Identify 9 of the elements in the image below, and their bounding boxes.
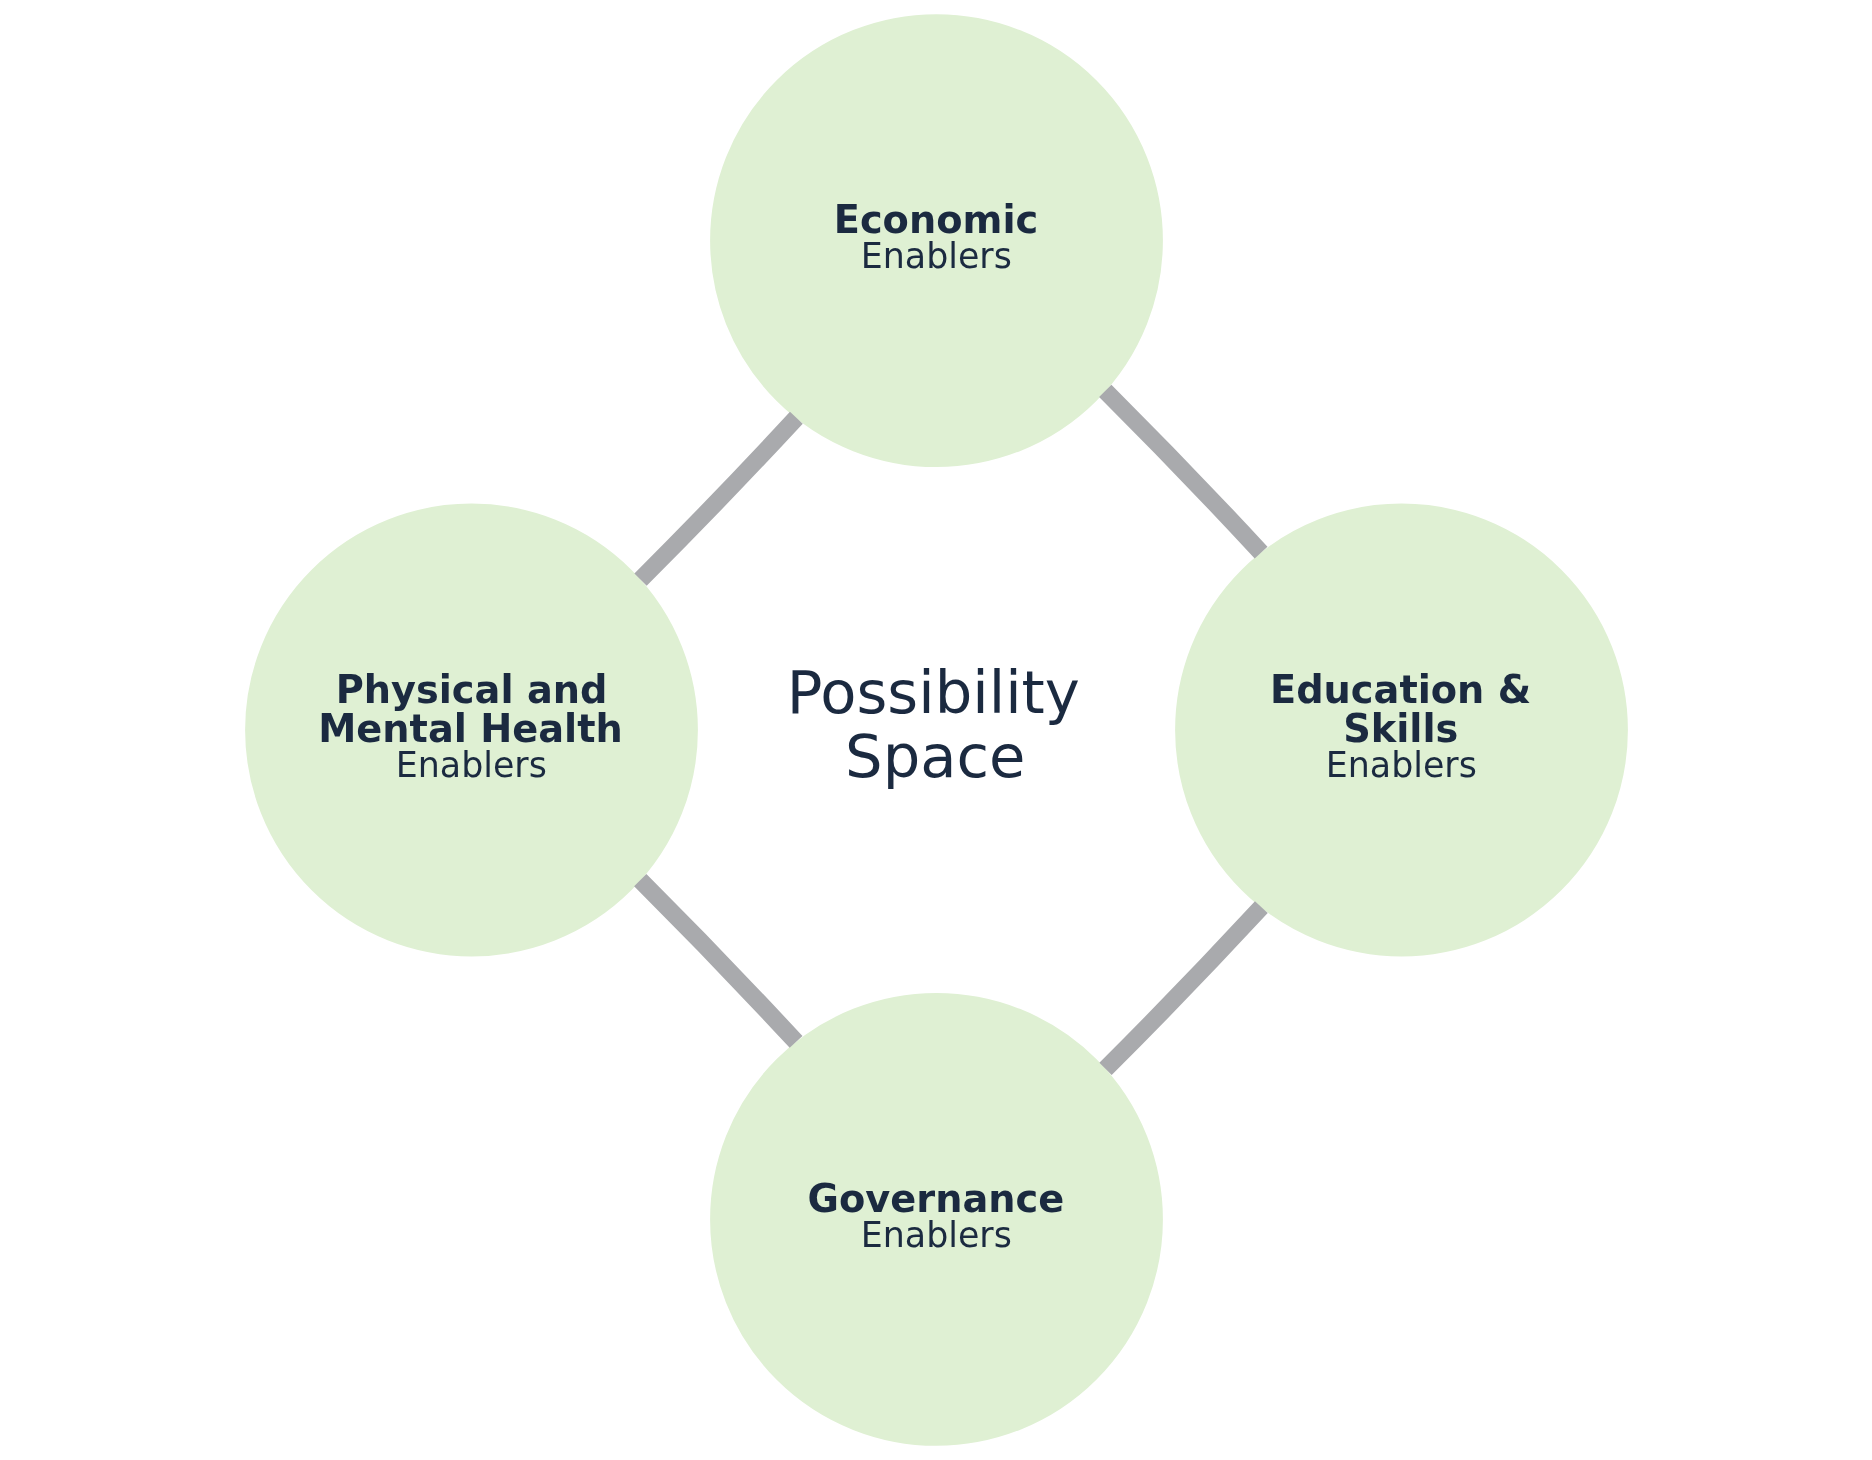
connector — [1098, 901, 1268, 1076]
connector — [633, 411, 803, 586]
connector — [633, 874, 802, 1048]
node-circle: Economic Enablers — [709, 14, 1163, 467]
node-circle: Education & Skills Enablers — [1174, 503, 1628, 957]
connector — [1098, 384, 1267, 559]
label: Possibility Space — [786, 657, 1080, 792]
node-circle: Governance Enablers — [709, 993, 1163, 1446]
node-circle: Physical and Mental Health Enablers — [244, 503, 698, 957]
